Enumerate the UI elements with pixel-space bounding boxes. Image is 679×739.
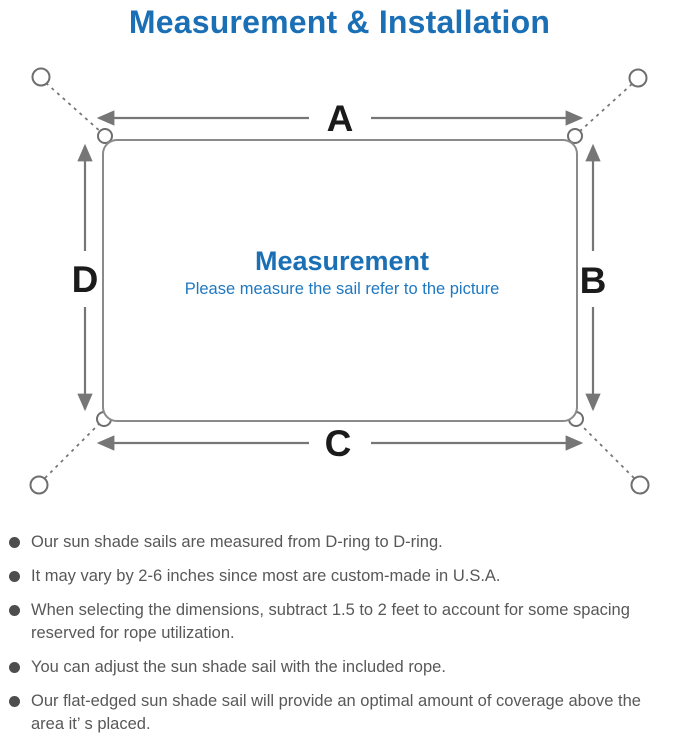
bullet-dot — [9, 537, 20, 548]
rope-line-top-right — [578, 83, 633, 133]
diagram-center-heading: Measurement — [255, 246, 429, 276]
d-ring-top-right-icon — [567, 128, 583, 144]
bullet-dot — [9, 662, 20, 673]
diagram-center-subheading: Please measure the sail refer to the pic… — [185, 280, 500, 298]
note-text: You can adjust the sun shade sail with t… — [31, 658, 446, 676]
note-text: Our flat-edged sun shade sail will provi… — [31, 692, 641, 733]
rope-line-bottom-right — [579, 423, 635, 479]
anchor-point-top-right — [628, 68, 648, 88]
list-item: It may vary by 2-6 inches since most are… — [8, 565, 673, 588]
note-text: When selecting the dimensions, subtract … — [31, 601, 630, 642]
list-item: When selecting the dimensions, subtract … — [8, 599, 673, 645]
anchor-point-bottom-right — [630, 475, 650, 495]
list-item: You can adjust the sun shade sail with t… — [8, 656, 673, 679]
anchor-point-top-left — [31, 67, 51, 87]
dimension-label-a: A — [327, 98, 354, 139]
rope-line-top-left — [45, 82, 102, 133]
bullet-dot — [9, 605, 20, 616]
notes-list: Our sun shade sails are measured from D-… — [8, 531, 673, 736]
sail-outline — [102, 139, 578, 422]
bullet-dot — [9, 696, 20, 707]
dimension-label-c: C — [325, 423, 352, 464]
list-item: Our sun shade sails are measured from D-… — [8, 531, 673, 554]
page-title: Measurement & Installation — [128, 4, 551, 40]
d-ring-top-left-icon — [97, 128, 113, 144]
anchor-point-bottom-left — [29, 475, 49, 495]
note-text: Our sun shade sails are measured from D-… — [31, 533, 443, 551]
note-text: It may vary by 2-6 inches since most are… — [31, 567, 501, 585]
rope-line-bottom-left — [44, 423, 100, 479]
dimension-label-b: B — [580, 260, 607, 301]
dimension-label-d: D — [72, 259, 99, 300]
list-item: Our flat-edged sun shade sail will provi… — [8, 690, 673, 736]
bullet-dot — [9, 571, 20, 582]
measurement-diagram: A B C D Measurement Please measure the s… — [29, 67, 650, 495]
